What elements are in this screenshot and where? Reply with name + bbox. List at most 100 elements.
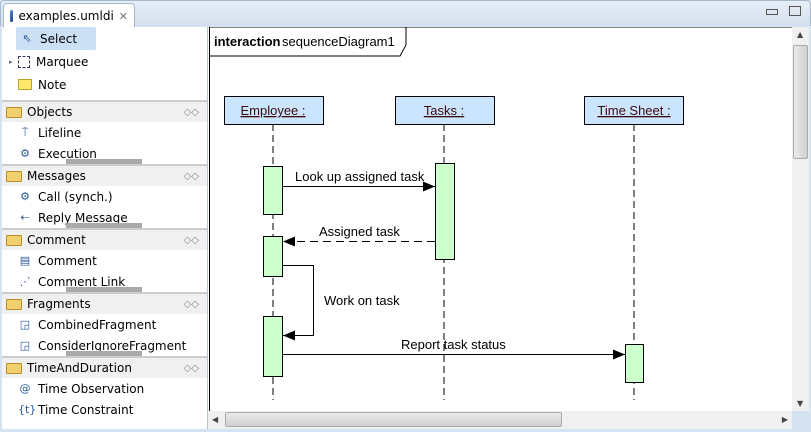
scroll-grip[interactable] <box>66 287 142 292</box>
tool-label: Time Constraint <box>38 402 134 417</box>
marquee-icon <box>18 55 30 68</box>
pin-icon[interactable]: ◇◇ <box>183 362 199 374</box>
drawer-header[interactable]: TimeAndDuration ◇◇ <box>2 356 207 378</box>
scroll-grip[interactable] <box>66 159 142 164</box>
vertical-scrollbar[interactable]: ▲ ▼ <box>792 27 809 411</box>
lifeline-label: Employee : <box>240 103 305 118</box>
tool-execution[interactable]: ⚙ Execution <box>2 143 207 164</box>
scroll-right-icon[interactable]: ▶ <box>781 415 788 424</box>
pin-icon[interactable]: ◇◇ <box>183 234 199 246</box>
editor-tab[interactable]: examples.umldi ✕ <box>3 3 135 28</box>
editor-tab-bar: examples.umldi ✕ <box>0 0 811 28</box>
drawer-header[interactable]: Messages ◇◇ <box>2 164 207 186</box>
message-report-status[interactable]: Report task status <box>283 337 625 360</box>
drawer-header[interactable]: Fragments ◇◇ <box>2 292 207 314</box>
folder-icon <box>6 106 22 118</box>
drawer-label: TimeAndDuration <box>27 361 132 375</box>
expand-icon[interactable]: ▸ <box>9 57 13 66</box>
comment-icon: ▤ <box>19 254 31 267</box>
tool-select[interactable]: ⇖ Select <box>16 27 96 50</box>
tool-label: Comment <box>38 253 97 268</box>
drawer-header[interactable]: Comment ◇◇ <box>2 228 207 250</box>
close-icon[interactable]: ✕ <box>118 9 128 23</box>
note-icon <box>18 79 32 90</box>
link-icon: ⋰ <box>19 275 31 288</box>
tool-label: Execution <box>38 146 97 161</box>
message-label: Assigned task <box>319 224 400 239</box>
tool-combined-fragment[interactable]: ◲CombinedFragment <box>2 314 207 335</box>
frame-name: sequenceDiagram1 <box>282 34 395 49</box>
palette-tools: ⇖ Select ▸Marquee Note <box>2 27 207 96</box>
frame-label-box <box>209 27 407 57</box>
drawer-label: Objects <box>27 105 73 119</box>
tool-note[interactable]: Note <box>2 73 207 96</box>
tool-comment[interactable]: ▤ Comment <box>2 250 207 271</box>
activation[interactable] <box>625 344 644 383</box>
tool-consider-ignore-fragment[interactable]: ◲ ConsiderIgnoreFragment <box>2 335 207 356</box>
minimize-button[interactable] <box>766 9 778 15</box>
time-observation-icon: @ <box>19 382 31 395</box>
vertical-scroll-thumb[interactable] <box>793 45 808 159</box>
lifeline-tasks[interactable]: Tasks : <box>395 96 495 401</box>
horizontal-scroll-thumb[interactable] <box>225 412 562 427</box>
call-icon: ⚙ <box>20 190 30 203</box>
scroll-up-icon[interactable]: ▲ <box>797 30 804 39</box>
arrow-cursor-icon: ⇖ <box>22 32 32 45</box>
reply-arrow-icon: ⇠ <box>20 211 30 224</box>
drawer-label: Messages <box>27 169 86 183</box>
tool-marquee[interactable]: ▸Marquee <box>2 50 207 73</box>
horizontal-scrollbar[interactable]: ◀ ▶ <box>208 411 792 429</box>
folder-icon <box>6 234 22 246</box>
tool-label: Time Observation <box>38 381 145 396</box>
activation[interactable] <box>263 236 283 277</box>
activation[interactable] <box>263 316 283 377</box>
sequence-diagram: interaction sequenceDiagram1 Employee : … <box>209 26 792 411</box>
message-look-up[interactable]: Look up assigned task <box>283 169 435 192</box>
pin-icon[interactable]: ◇◇ <box>183 106 199 118</box>
lifeline-time-sheet[interactable]: Time Sheet : <box>584 96 684 401</box>
drawer-time: TimeAndDuration◇◇ @Time Observation {t}T… <box>2 356 207 420</box>
tool-lifeline[interactable]: ⍑Lifeline <box>2 122 207 143</box>
activation[interactable] <box>263 166 283 215</box>
tool-label: CombinedFragment <box>38 317 157 332</box>
tool-label: Reply Message <box>38 210 128 225</box>
tool-label: ConsiderIgnoreFragment <box>38 338 187 353</box>
lifeline-label: Time Sheet : <box>597 103 670 118</box>
scroll-grip[interactable] <box>66 223 142 228</box>
tab-title: examples.umldi <box>18 9 114 23</box>
folder-icon <box>6 298 22 310</box>
drawer-messages: Messages ◇◇ ⚙Call (synch.) ⇠ Reply Message <box>2 164 207 228</box>
scroll-grip[interactable] <box>66 351 142 356</box>
drawer-fragments: Fragments ◇◇ ◲CombinedFragment ◲ ConsiderI… <box>2 292 207 356</box>
fragment-icon: ◲ <box>19 339 31 352</box>
tool-label: Lifeline <box>38 125 82 140</box>
tool-label: Note <box>38 77 67 92</box>
scroll-down-icon[interactable]: ▼ <box>797 399 804 408</box>
message-label: Work on task <box>324 293 400 308</box>
pin-icon[interactable]: ◇◇ <box>183 298 199 310</box>
drawer-label: Fragments <box>27 297 91 311</box>
tool-label: Comment Link <box>38 274 126 289</box>
tool-call[interactable]: ⚙Call (synch.) <box>2 186 207 207</box>
drawer-header[interactable]: Objects ◇◇ <box>2 100 207 122</box>
pin-icon[interactable]: ◇◇ <box>183 170 199 182</box>
time-constraint-icon: {t} <box>18 403 37 416</box>
tool-label: Select <box>40 31 78 46</box>
tool-time-observation[interactable]: @ Time Observation <box>2 378 207 399</box>
maximize-button[interactable] <box>789 6 801 16</box>
tool-reply[interactable]: ⇠ Reply Message <box>2 207 207 228</box>
scroll-left-icon[interactable]: ◀ <box>212 415 219 424</box>
tool-comment-link[interactable]: ⋰ Comment Link <box>2 271 207 292</box>
uml-file-icon <box>10 10 14 22</box>
message-work-on-task[interactable]: Work on task <box>283 265 400 341</box>
activation[interactable] <box>435 163 455 260</box>
execution-icon: ⚙ <box>20 147 30 160</box>
message-assigned-task[interactable]: Assigned task <box>283 224 435 247</box>
drawer-label: Comment <box>27 233 86 247</box>
drawer-objects: Objects ◇◇ ⍑Lifeline ⚙ Execution <box>2 100 207 164</box>
message-label: Look up assigned task <box>295 169 425 184</box>
diagram-canvas[interactable]: interaction sequenceDiagram1 Employee : … <box>208 26 792 411</box>
folder-icon <box>6 170 22 182</box>
tool-time-constraint[interactable]: {t}Time Constraint <box>2 399 207 420</box>
lifeline-label: Tasks : <box>424 103 464 118</box>
